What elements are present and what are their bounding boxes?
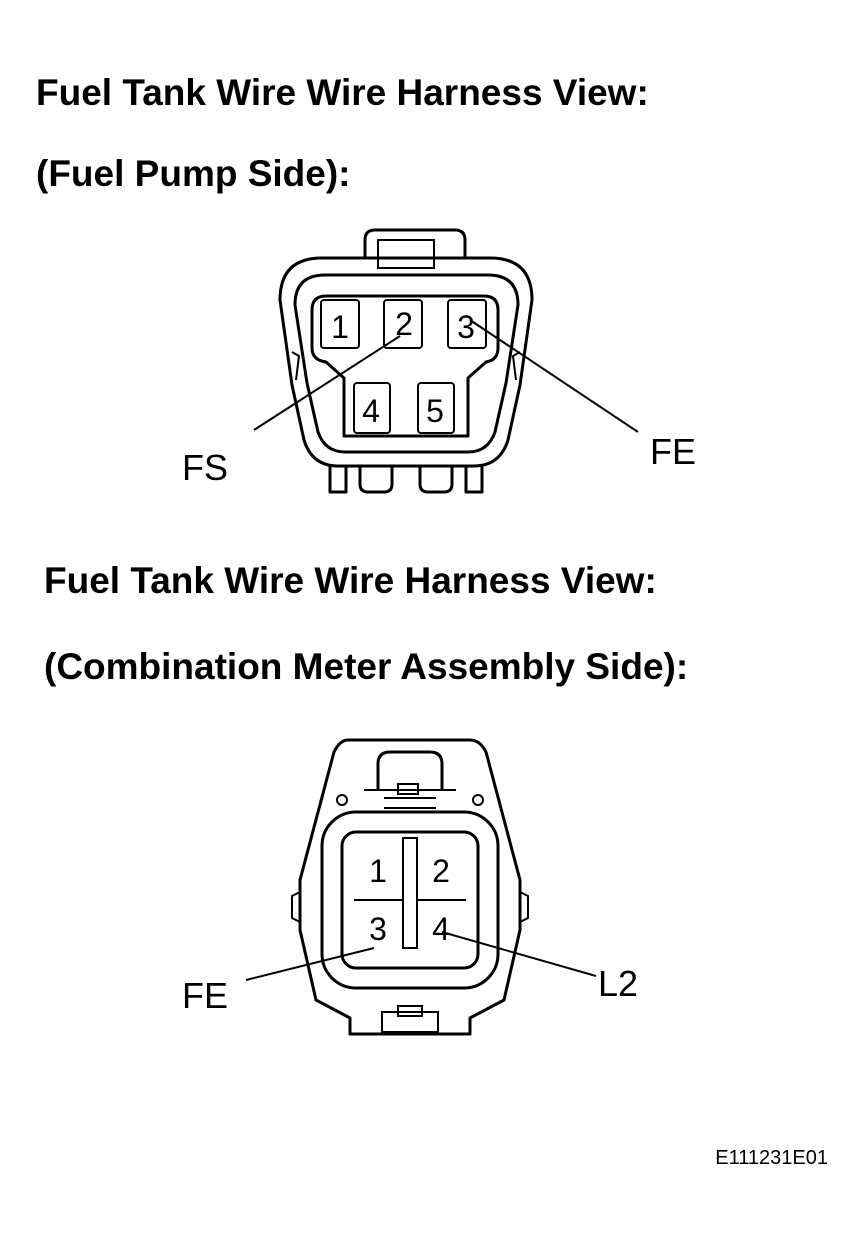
combination-meter-pin-2-label: 2 — [432, 853, 450, 889]
combination-meter-pin-1-label: 1 — [369, 853, 387, 889]
fuel-pump-pin-1-box — [320, 299, 360, 349]
combination-meter-pin-3-label: 3 — [369, 911, 387, 947]
fuel-pump-fs-label: FS — [182, 447, 228, 488]
fuel-pump-pin-1-label: 1 — [331, 309, 349, 345]
fuel-pump-pin-5-label: 5 — [426, 393, 444, 429]
fuel-pump-pin-3-label: 3 — [457, 309, 475, 345]
fuel-pump-foot-1 — [328, 466, 348, 494]
fuel-pump-connector-subtitle: (Fuel Pump Side): — [36, 153, 351, 194]
fuel-pump-housing-outer — [278, 256, 534, 468]
combination-meter-bottom-latch — [381, 1011, 439, 1033]
fuel-pump-pin-2-box — [383, 299, 423, 349]
fuel-pump-fe-label: FE — [650, 431, 696, 472]
combination-meter-connector: 1 2 3 4 FE L2 — [182, 738, 638, 1036]
combination-meter-l2-leader — [441, 931, 597, 977]
fuel-pump-connector-title: Fuel Tank Wire Wire Harness View: — [36, 72, 649, 113]
fuel-pump-left-notch — [291, 351, 301, 381]
fuel-pump-pin-2-label: 2 — [395, 306, 413, 342]
combination-meter-cavity — [340, 830, 480, 970]
fuel-pump-cavity — [310, 294, 500, 438]
fuel-pump-foot-2 — [358, 466, 394, 494]
combination-meter-fe-label: FE — [182, 975, 228, 1016]
combination-meter-housing-outer — [298, 738, 522, 1036]
fuel-pump-pin-5-box — [417, 382, 455, 434]
combination-meter-connector-title: Fuel Tank Wire Wire Harness View: — [44, 560, 657, 601]
fuel-pump-fe-leader — [469, 319, 639, 433]
combination-meter-connector-subtitle: (Combination Meter Assembly Side): — [44, 646, 689, 687]
fuel-pump-latch-outer — [363, 228, 467, 258]
combination-meter-fe-leader — [245, 947, 375, 981]
combination-meter-left-ear — [291, 891, 301, 923]
combination-meter-right-hole — [472, 794, 484, 806]
fuel-pump-foot-4 — [464, 466, 484, 494]
combination-meter-latch-lock — [397, 783, 419, 795]
figure-code: E111231E01 — [715, 1147, 828, 1169]
combination-meter-center-key — [402, 837, 418, 949]
combination-meter-bottom-lock — [397, 1005, 423, 1017]
fuel-pump-pin-4-label: 4 — [362, 393, 380, 429]
combination-meter-right-ear — [519, 891, 529, 923]
fuel-pump-right-notch — [511, 351, 521, 381]
combination-meter-inner-ring — [320, 810, 500, 990]
fuel-pump-pin-4-box — [353, 382, 391, 434]
fuel-pump-connector: 1 2 3 4 5 FS FE — [182, 228, 696, 494]
combination-meter-pin-4-label: 4 — [432, 911, 450, 947]
combination-meter-left-hole — [336, 794, 348, 806]
fuel-pump-housing-inner — [293, 273, 520, 454]
fuel-pump-fs-leader — [253, 335, 401, 431]
fuel-pump-pin-3-box — [447, 299, 487, 349]
combination-meter-l2-label: L2 — [598, 963, 638, 1004]
fuel-pump-latch-inner — [377, 239, 435, 269]
combination-meter-latch-outer — [376, 750, 444, 790]
fuel-pump-foot-3 — [418, 466, 454, 494]
